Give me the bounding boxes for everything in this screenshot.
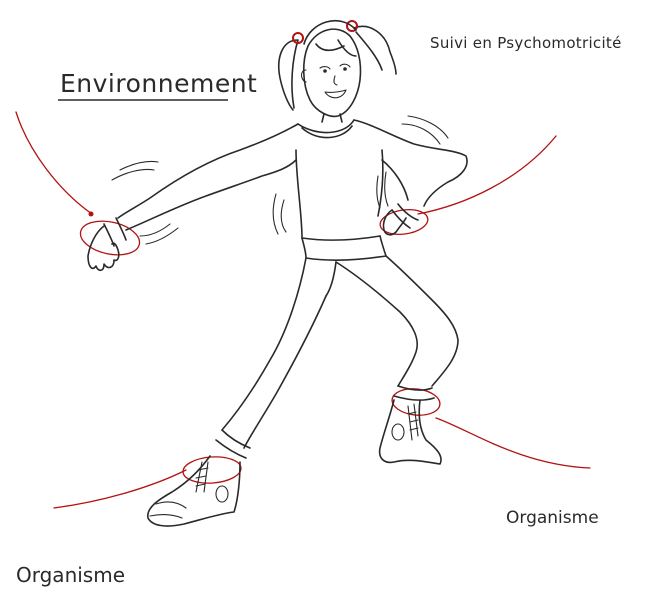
eye-right xyxy=(340,64,350,67)
collar xyxy=(298,120,354,138)
nose xyxy=(334,76,337,85)
thread-right-arm xyxy=(418,136,556,214)
shoe-left-logo xyxy=(216,486,228,502)
eye-left-pupil xyxy=(323,69,327,73)
shoe-left-toe xyxy=(150,502,186,518)
eye-left xyxy=(320,67,330,69)
head-outline xyxy=(304,29,361,116)
label-organism-right: Organisme xyxy=(506,508,599,528)
shoe-right-logo xyxy=(392,424,404,440)
thread-left-arm xyxy=(16,112,92,214)
sweater xyxy=(118,120,467,240)
hair-top xyxy=(304,21,356,56)
label-title: Suivi en Psychomotricité xyxy=(430,34,622,52)
sweater-inner-arm-left xyxy=(126,160,296,230)
label-environment: Environnement xyxy=(60,69,257,98)
eye-right-pupil xyxy=(343,67,347,71)
label-organism-left: Organisme xyxy=(16,563,125,587)
thread-left-knot xyxy=(89,212,94,217)
motion-lines-waist xyxy=(273,172,388,234)
motion-lines-right-shoulder xyxy=(402,116,448,144)
pants-hem-left xyxy=(216,430,250,458)
pants-right-leg xyxy=(336,256,458,386)
cuff-right xyxy=(392,204,418,228)
shoe-right xyxy=(380,400,441,464)
sweater-inner-arm-right xyxy=(382,160,408,200)
shoe-right-laces xyxy=(408,404,418,440)
shoe-left xyxy=(148,456,240,526)
pants-crotch xyxy=(326,262,336,296)
thread-left-ankle-loop xyxy=(182,455,242,485)
mouth xyxy=(325,90,346,98)
pants-left-leg xyxy=(222,258,326,448)
pants-hem-right xyxy=(394,386,434,400)
hair-ponytail-left xyxy=(279,40,298,110)
thread-right-ankle-loop xyxy=(391,387,441,418)
thread-right-ankle xyxy=(436,418,590,468)
